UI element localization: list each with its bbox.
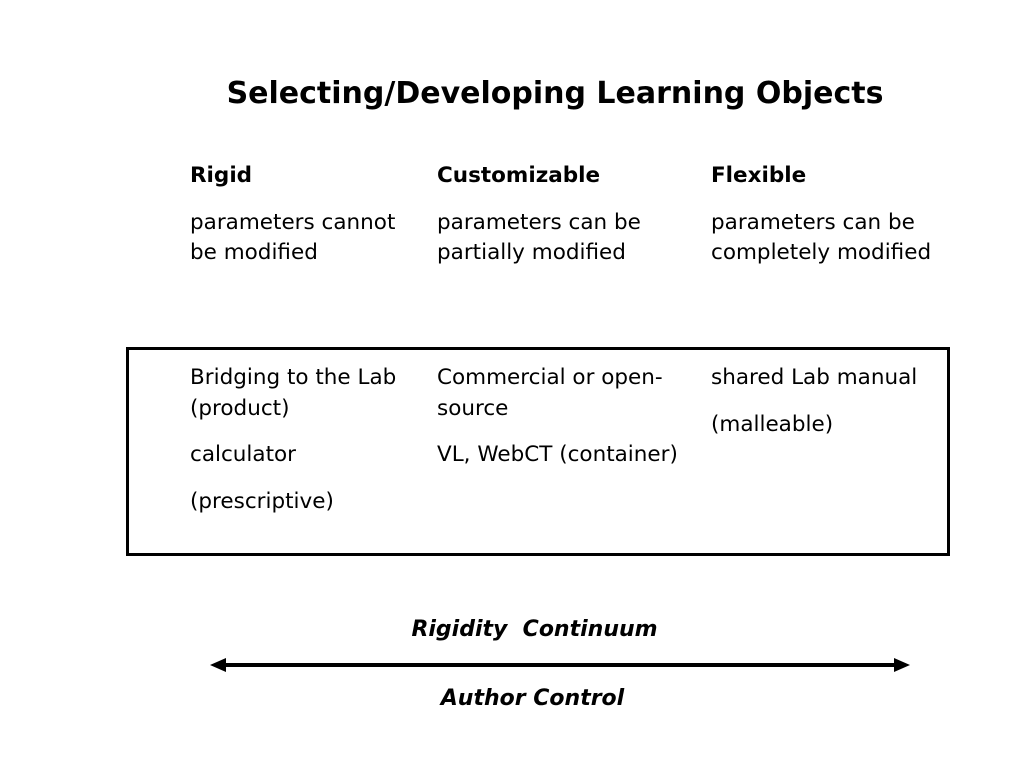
examples-box [126, 347, 950, 556]
example-item: VL, WebCT (container) [437, 442, 678, 467]
example-item: shared Lab manual [711, 365, 918, 390]
continuum-label: Rigidity Continuum [411, 617, 658, 642]
column-description-customizable: parameters can be partially modified [437, 209, 641, 266]
column-customizable: Customizable parameters can be partially… [437, 161, 687, 269]
column-flexible: Flexible parameters can be completely mo… [711, 161, 951, 269]
example-item: (prescriptive) [190, 488, 334, 514]
example-item: calculator [190, 442, 296, 467]
column-description-flexible: parameters can be completely modified [711, 209, 932, 266]
example-item: (malleable) [711, 411, 834, 437]
column-heading-flexible: Flexible [711, 163, 807, 188]
examples-flexible: shared Lab manual (malleable) [711, 363, 951, 456]
column-description-rigid: parameters cannot be modified [190, 209, 396, 266]
slide-title: Selecting/Developing Learning Objects [226, 76, 884, 111]
author-control-label: Author Control [440, 686, 625, 711]
examples-customizable: Commercial or open- source VL, WebCT (co… [437, 363, 687, 487]
column-heading-customizable: Customizable [437, 163, 601, 188]
examples-rigid: Bridging to the Lab (product) calculator… [190, 363, 410, 533]
example-item: Bridging to the Lab (product) [190, 365, 397, 421]
example-item: Commercial or open- source [437, 365, 663, 421]
double-arrow-icon [210, 658, 910, 672]
column-heading-rigid: Rigid [190, 163, 253, 188]
column-rigid: Rigid parameters cannot be modified [190, 161, 410, 269]
